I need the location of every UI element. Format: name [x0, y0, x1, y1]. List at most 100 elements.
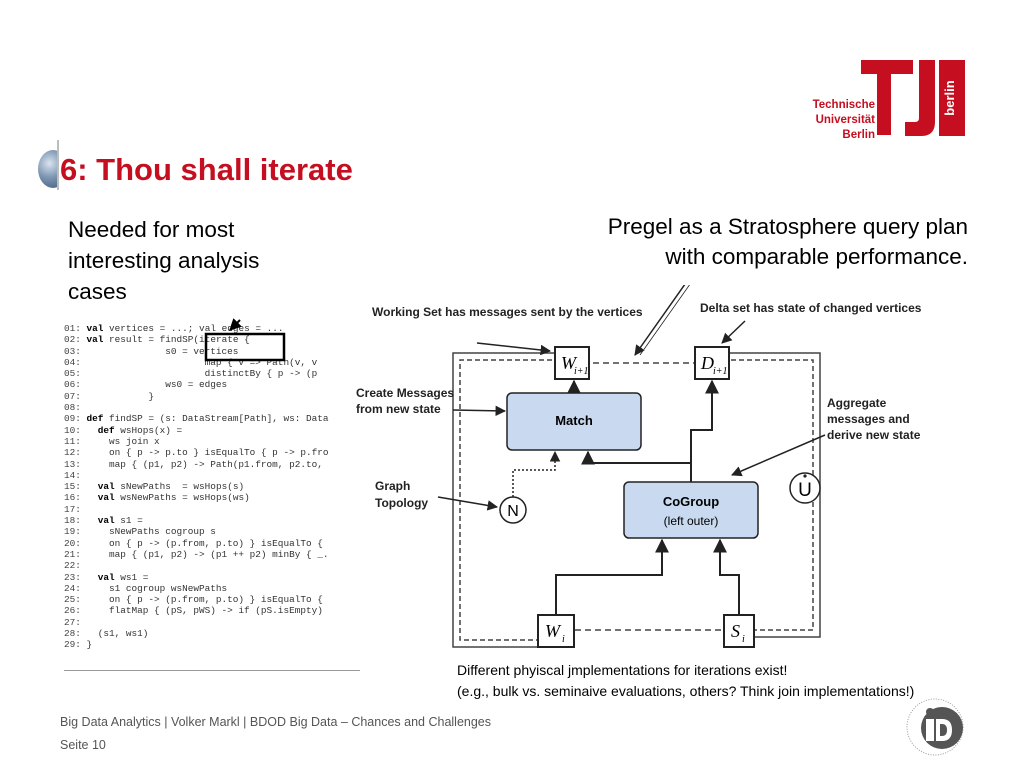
- code-line-number: 03:: [64, 345, 81, 357]
- code-text: ws0 = edges: [86, 379, 228, 391]
- code-line: 07: }: [64, 391, 360, 402]
- code-line: 21: map { (p1, p2) -> (p1 ++ p2) minBy {…: [64, 549, 360, 560]
- code-line-number: 10:: [64, 424, 81, 436]
- union-dot: [803, 474, 807, 478]
- code-highlight-overlay: [204, 318, 286, 362]
- code-line: 16: val wsNewPaths = wsHops(ws): [64, 492, 360, 503]
- pregel-iteration-diagram: W i+1 D i+1 Match CoGroup (left outer) N…: [356, 285, 922, 648]
- code-line: 25: on { p -> (p.from, p.to) } isEqualTo…: [64, 594, 360, 605]
- code-text: map { (p1, p2) -> Path(p1.from, p2.to,: [86, 458, 323, 470]
- d-next-label: D: [700, 353, 714, 373]
- pointer-create-messages: [452, 405, 507, 417]
- code-line: 06: ws0 = edges: [64, 379, 360, 390]
- code-line: 26: flatMap { (pS, pWS) -> if (pS.isEmpt…: [64, 605, 360, 616]
- code-line-number: 08:: [64, 402, 81, 414]
- code-line-number: 29:: [64, 639, 81, 651]
- code-listing: 01: val vertices = ...; val edges = ...0…: [64, 323, 360, 671]
- logo-line-3: Berlin: [842, 129, 875, 141]
- code-text: on { p -> p.to } isEqualTo { p -> p.fro: [86, 447, 329, 459]
- code-line-number: 11:: [64, 435, 81, 447]
- arrow-n-to-match: [512, 450, 561, 497]
- right-outer-loop-2: [715, 352, 821, 638]
- code-line-number: 04:: [64, 356, 81, 368]
- code-line-number: 05:: [64, 368, 81, 380]
- left-bullet-text: Needed for most interesting analysis cas…: [68, 217, 260, 304]
- code-line: 09: def findSP = (s: DataStream[Path], w…: [64, 413, 360, 424]
- logo-line-2: Universität: [816, 114, 876, 126]
- arrow-cogroup-to-dnext: [690, 379, 719, 482]
- code-text: sNewPaths cogroup s: [86, 526, 216, 538]
- code-line: 15: val sNewPaths = wsHops(s): [64, 481, 360, 492]
- code-line: 24: s1 cogroup wsNewPaths: [64, 583, 360, 594]
- create-messages-label-1: Create Messages: [356, 386, 454, 400]
- code-line: 10: def wsHops(x) =: [64, 425, 360, 436]
- union-node: [789, 472, 821, 504]
- code-line-number: 23:: [64, 571, 81, 583]
- w-next-node: [554, 346, 590, 380]
- delta-set-label: Delta set has state of changed vertices: [700, 301, 922, 315]
- w-next-label: W: [561, 353, 578, 373]
- code-keyword: val: [86, 323, 104, 334]
- code-line: 27:: [64, 617, 360, 628]
- code-keyword: val: [86, 492, 115, 504]
- code-keyword: val: [86, 515, 115, 527]
- code-line-number: 01:: [64, 323, 81, 334]
- cogroup-sublabel: (left outer): [664, 514, 719, 528]
- database-group-seal-logo: [906, 698, 964, 756]
- code-text: on { p -> (p.from, p.to) } isEqualTo {: [86, 594, 323, 606]
- code-text: s1 cogroup wsNewPaths: [86, 582, 228, 594]
- code-text: distinctBy { p -> (p: [86, 368, 318, 380]
- code-line: 02: val result = findSP(iterate {: [64, 334, 360, 345]
- union-label: U: [798, 480, 812, 501]
- code-line: 04: map { v => Path(v, v: [64, 357, 360, 368]
- iterate-highlight-box: [204, 332, 286, 362]
- code-keyword: val: [86, 481, 115, 493]
- iterate-pointer: [229, 318, 242, 331]
- page-number: Seite 10: [60, 738, 106, 752]
- code-line-number: 24:: [64, 582, 81, 594]
- s-i-sub: i: [742, 634, 745, 645]
- code-line-number: 19:: [64, 526, 81, 538]
- pointer-pregel-plan-shadow: [639, 285, 690, 356]
- code-line-number: 15:: [64, 481, 81, 493]
- code-line-number: 25:: [64, 594, 81, 606]
- create-messages-label-2: from new state: [356, 402, 441, 416]
- code-line: 20: on { p -> (p.from, p.to) } isEqualTo…: [64, 538, 360, 549]
- code-line-number: 06:: [64, 379, 81, 391]
- w-i-label: W: [545, 621, 562, 641]
- graph-topology-label-1: Graph: [375, 479, 410, 493]
- w-next-sub: i+1: [574, 366, 589, 377]
- code-line-number: 07:: [64, 390, 81, 402]
- slide-footer: Big Data Analytics | Volker Markl | BDOD…: [60, 715, 492, 729]
- code-line: 13: map { (p1, p2) -> Path(p1.from, p2.t…: [64, 459, 360, 470]
- code-line-number: 02:: [64, 334, 81, 346]
- code-line: 14:: [64, 470, 360, 481]
- code-text: map { (p1, p2) -> (p1 ++ p2) minBy { _.: [86, 548, 329, 560]
- code-text: map { v => Path(v, v: [86, 356, 318, 368]
- iteration-note: Different phyiscal jmplementations for i…: [457, 660, 914, 702]
- code-text: flatMap { (pS, pWS) -> if (pS.isEmpty): [86, 605, 323, 617]
- code-text: ws join x: [86, 435, 160, 447]
- code-line-number: 21:: [64, 548, 81, 560]
- match-label: Match: [555, 413, 593, 428]
- right-text-line-1: Pregel as a Stratosphere query plan: [607, 214, 968, 239]
- code-line: 05: distinctBy { p -> (p: [64, 368, 360, 379]
- w-i-sub: i: [562, 634, 565, 645]
- code-text: }: [86, 639, 93, 651]
- pointer-aggregate: [731, 434, 826, 477]
- code-line-number: 18:: [64, 515, 81, 527]
- code-line-number: 12:: [64, 447, 81, 459]
- code-line: 23: val ws1 =: [64, 572, 360, 583]
- working-set-label: Working Set has messages sent by the ver…: [372, 305, 643, 319]
- d-next-sub: i+1: [713, 366, 728, 377]
- pointer-graph-topology: [437, 496, 499, 511]
- arrow-cogroup-to-match: [581, 450, 691, 465]
- code-line: 28: (s1, ws1): [64, 628, 360, 639]
- arrow-wi-to-cogroup: [555, 538, 669, 615]
- code-line-number: 17:: [64, 503, 81, 515]
- code-line-number: 26:: [64, 605, 81, 617]
- code-line: 19: sNewPaths cogroup s: [64, 526, 360, 537]
- slide-title: 6: Thou shall iterate: [60, 152, 353, 187]
- code-line: 08:: [64, 402, 360, 413]
- title-divider: [57, 140, 59, 190]
